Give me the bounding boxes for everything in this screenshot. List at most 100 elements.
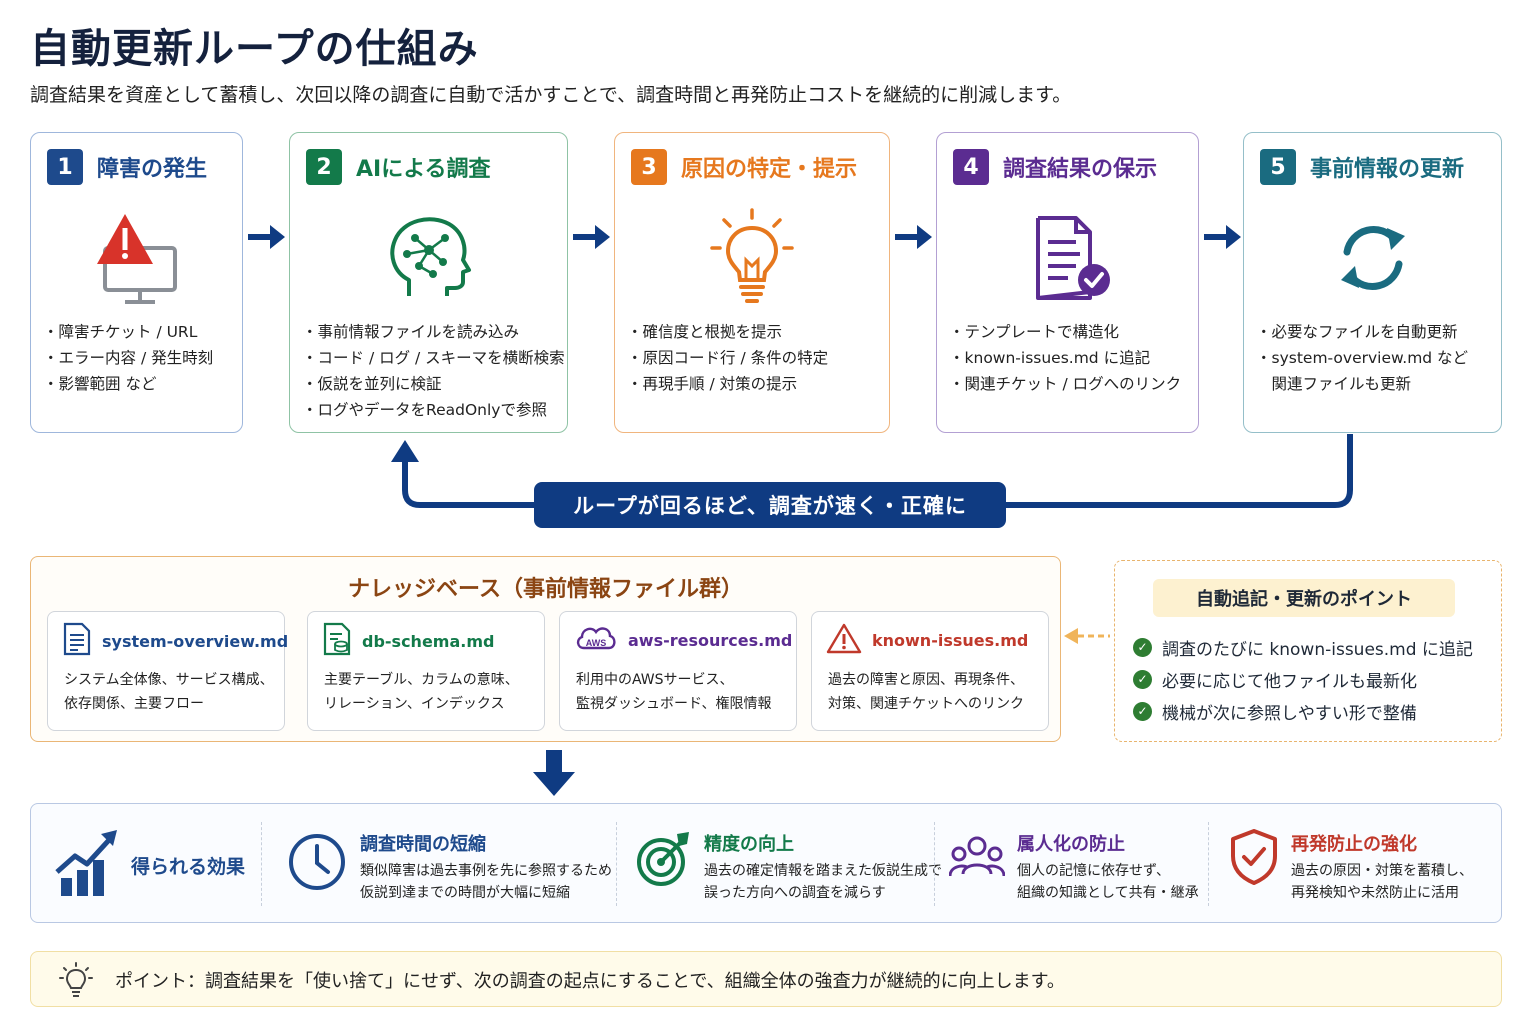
effect-desc: 仮説到達までの時間が大幅に短縮 xyxy=(360,885,570,901)
step-item: known-issues.md に追記 xyxy=(949,345,1192,371)
point-text: 機械が次に参照しやすい形で整備 xyxy=(1162,703,1417,724)
knowledge-base: ナレッジベース（事前情報ファイル群） system-overview.md シス… xyxy=(30,556,1061,742)
chart-growth-icon xyxy=(55,828,119,902)
kb-file-name: aws-resources.md xyxy=(628,630,793,650)
kb-file-name: db-schema.md xyxy=(362,631,495,651)
divider xyxy=(1208,822,1209,906)
kb-file-desc: 監視ダッシュボード、権限情報 xyxy=(576,696,772,712)
kb-file-desc: 利用中のAWSサービス、 xyxy=(576,672,734,688)
point-text: 調査のたびに known-issues.md に追記 xyxy=(1162,639,1473,660)
divider xyxy=(934,822,935,906)
kb-file-card: AWS aws-resources.md 利用中のAWSサービス、監視ダッシュボ… xyxy=(559,611,797,731)
kb-file-card: system-overview.md システム全体像、サービス構成、依存関係、主… xyxy=(47,611,289,731)
warning-icon xyxy=(826,622,862,658)
page-title: 自動更新ループの仕組み xyxy=(30,26,479,72)
refresh-icon xyxy=(1244,203,1501,313)
divider xyxy=(261,822,262,906)
step-item: 事前情報ファイルを読み込み xyxy=(302,319,561,345)
target-icon xyxy=(635,830,693,894)
check-icon: ✓ xyxy=(1133,637,1152,657)
lightbulb-icon xyxy=(615,203,889,313)
document-icon xyxy=(62,622,92,660)
divider xyxy=(616,822,617,906)
step-item: 必要なファイルを自動更新 xyxy=(1256,319,1495,345)
point-item: ✓機械が次に参照しやすい形で整備 xyxy=(1133,695,1473,727)
step-number: 1 xyxy=(47,149,83,185)
point-text: 必要に応じて他ファイルも最新化 xyxy=(1162,671,1417,692)
step-number: 2 xyxy=(306,149,342,185)
tip-text: ポイント：調査結果を「使い捨て」にせず、次の調査の起点にすることで、組織全体の強… xyxy=(115,971,1065,992)
step-title: 障害の発生 xyxy=(97,157,208,182)
arrow-right-icon xyxy=(1204,224,1242,254)
step-card-3: 3 原因の特定・提示 確信度と根拠を提示 原因コード行 / 条件の特定 再現手順… xyxy=(614,132,890,433)
kb-file-name: system-overview.md xyxy=(102,631,289,651)
kb-file-card: known-issues.md 過去の障害と原因、再現条件、対策、関連チケットへ… xyxy=(811,611,1049,731)
step-title: 事前情報の更新 xyxy=(1310,157,1465,182)
update-points-panel: 自動追記・更新のポイント ✓ 調査のたびに known-issues.md に追記… xyxy=(1114,560,1502,742)
step-item: エラー内容 / 発生時刻 xyxy=(43,345,236,371)
step-item: 再現手順 / 対策の提示 xyxy=(627,371,883,397)
step-card-4: 4 調査結果の保示 テンプレートで構造化 known-issues.md に追記… xyxy=(936,132,1199,433)
lightbulb-icon xyxy=(59,962,93,1002)
team-icon xyxy=(948,834,1006,888)
database-document-icon xyxy=(322,622,352,660)
effect-item: 属人化の防止 個人の記憶に依存せず、組織の知識として共有・継承 xyxy=(948,804,1209,924)
kb-file-name: known-issues.md xyxy=(872,630,1029,650)
loop-label: ループが回るほど、調査が速く・正確に xyxy=(534,482,1006,528)
step-item: 関連チケット / ログへのリンク xyxy=(949,371,1192,397)
effects-label: 得られる効果 xyxy=(131,856,246,878)
step-card-1: 1 障害の発生 障害チケット / URL エラー内容 / 発生時刻 影響範囲 な… xyxy=(30,132,243,433)
effect-item: 調査時間の短縮 類似障害は過去事例を先に参照するため仮説到達までの時間が大幅に短… xyxy=(287,804,617,924)
step-item: 確信度と根拠を提示 xyxy=(627,319,883,345)
arrow-right-icon xyxy=(573,224,611,254)
step-title: AIによる調査 xyxy=(356,157,491,182)
effect-desc: 再発検知や未然防止に活用 xyxy=(1291,885,1459,901)
kb-file-desc: 主要テーブル、カラムの意味、 xyxy=(324,672,519,688)
kb-file-desc: 依存関係、主要フロー xyxy=(64,696,204,712)
effect-desc: 誤った方向への調査を減らす xyxy=(704,885,886,901)
step-item: ログやデータをReadOnlyで参照 xyxy=(302,397,561,423)
step-item: 仮説を並列に検証 xyxy=(302,371,561,397)
arrow-down-icon xyxy=(532,750,576,802)
clock-icon xyxy=(287,832,347,896)
kb-file-desc: 対策、関連チケットへのリンク xyxy=(828,696,1024,712)
arrow-right-icon xyxy=(248,224,286,254)
step-title: 原因の特定・提示 xyxy=(681,157,858,182)
step-item: テンプレートで構造化 xyxy=(949,319,1192,345)
step-number: 5 xyxy=(1260,149,1296,185)
check-icon: ✓ xyxy=(1133,669,1152,689)
svg-text:AWS: AWS xyxy=(586,638,607,648)
aws-cloud-icon: AWS xyxy=(574,622,618,658)
step-title: 調査結果の保示 xyxy=(1003,157,1158,182)
shield-check-icon xyxy=(1229,828,1279,890)
step-number: 3 xyxy=(631,149,667,185)
effect-title: 精度の向上 xyxy=(704,834,794,855)
document-check-icon xyxy=(937,203,1198,313)
effect-desc: 組織の知識として共有・継承 xyxy=(1017,885,1199,901)
effect-item: 再発防止の強化 過去の原因・対策を蓄積し、再発検知や未然防止に活用 xyxy=(1229,804,1489,924)
kb-file-card: db-schema.md 主要テーブル、カラムの意味、リレーション、インデックス xyxy=(307,611,545,731)
effect-desc: 個人の記憶に依存せず、 xyxy=(1017,863,1171,879)
effects-panel: 得られる効果 調査時間の短縮 類似障害は過去事例を先に参照するため仮説到達までの… xyxy=(30,803,1502,923)
effect-desc: 過去の確定情報を踏まえた仮説生成で xyxy=(704,863,942,879)
kb-file-desc: リレーション、インデックス xyxy=(324,696,505,712)
dashed-arrow-left-icon xyxy=(1064,626,1112,650)
step-item: コード / ログ / スキーマを横断検索 xyxy=(302,345,565,371)
warning-monitor-icon xyxy=(31,203,242,313)
step-card-5: 5 事前情報の更新 必要なファイルを自動更新 system-overview.m… xyxy=(1243,132,1502,433)
effect-title: 属人化の防止 xyxy=(1017,834,1125,855)
effect-desc: 過去の原因・対策を蓄積し、 xyxy=(1291,863,1473,879)
tip-banner: ポイント：調査結果を「使い捨て」にせず、次の調査の起点にすることで、組織全体の強… xyxy=(30,951,1502,1007)
effect-desc: 類似障害は過去事例を先に参照するため xyxy=(360,863,612,879)
point-item: ✓ 必要に応じて他ファイルも最新化 xyxy=(1133,663,1473,695)
effect-item: 精度の向上 過去の確定情報を踏まえた仮説生成で誤った方向への調査を減らす xyxy=(635,804,942,924)
point-item: ✓ 調査のたびに known-issues.md に追記 xyxy=(1133,631,1473,663)
step-item: 原因コード行 / 条件の特定 xyxy=(627,345,883,371)
step-number: 4 xyxy=(953,149,989,185)
step-item: system-overview.md など xyxy=(1256,345,1495,371)
arrow-right-icon xyxy=(895,224,933,254)
step-item: 関連ファイルも更新 xyxy=(1271,375,1412,393)
step-card-2: 2 AIによる調査 事前情報ファイルを読み込み コード / ログ / スキーマを… xyxy=(289,132,568,433)
ai-brain-icon xyxy=(290,203,567,313)
points-title: 自動追記・更新のポイント xyxy=(1153,579,1455,617)
